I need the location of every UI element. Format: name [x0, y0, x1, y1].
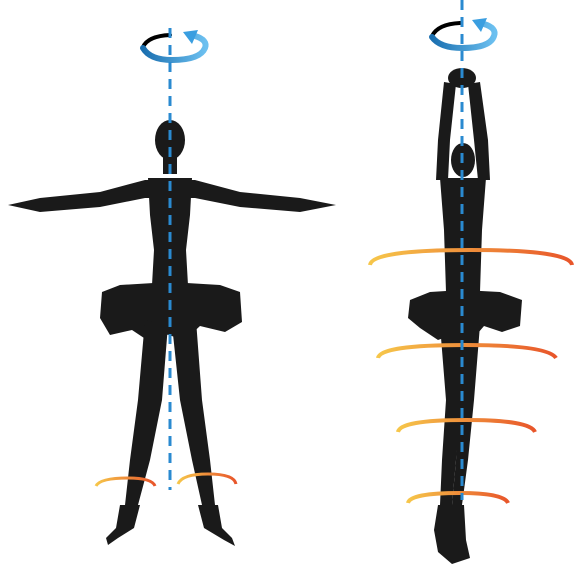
- rotation-arrow-icon: [143, 30, 206, 60]
- skater-arms-raised: [370, 0, 572, 564]
- skater-silhouette-right: [408, 68, 522, 564]
- skater-arms-extended: [8, 28, 336, 546]
- rotation-rings-left: [96, 474, 236, 486]
- skater-silhouette-left: [8, 120, 336, 546]
